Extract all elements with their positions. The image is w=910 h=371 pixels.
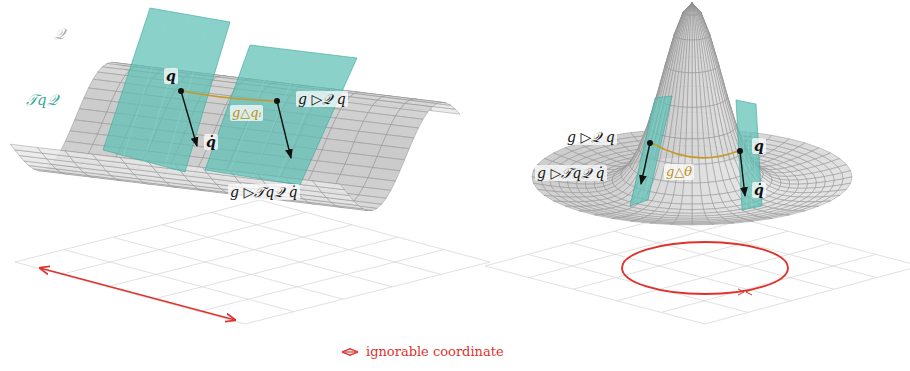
ignorable-circle xyxy=(622,242,788,294)
math-label: g△θ xyxy=(664,164,694,180)
math-label: q xyxy=(752,138,766,154)
math-label: g ▷𝒯q𝒬 q̇ xyxy=(228,184,300,200)
legend-text: ignorable coordinate xyxy=(366,344,504,359)
configuration-point xyxy=(647,140,653,146)
velocity-arrow xyxy=(740,151,745,196)
velocity-arrow xyxy=(277,101,291,158)
group-orbit xyxy=(182,91,276,101)
group-orbit xyxy=(652,143,738,158)
math-label: g ▷𝒯q𝒬 q̇ xyxy=(535,165,607,181)
configuration-point xyxy=(178,88,184,94)
legend-entry: ignorable coordinate xyxy=(340,344,504,359)
configuration-point xyxy=(274,98,280,104)
math-label: g△qᵢ xyxy=(230,105,263,121)
configuration-point xyxy=(737,148,743,154)
math-label: q̇ xyxy=(752,182,766,198)
configuration-surface xyxy=(532,3,852,225)
legend-sample xyxy=(340,346,360,358)
math-label: g ▷𝒬 q xyxy=(565,129,617,145)
floor-grid xyxy=(485,208,910,324)
math-label: q̇ xyxy=(204,134,218,150)
ignorable-axis xyxy=(40,268,235,320)
floor-grid xyxy=(15,200,490,324)
math-label: q xyxy=(164,68,178,84)
velocity-arrow xyxy=(181,91,197,146)
tangent-plane xyxy=(103,8,762,210)
circle-wrap-mark xyxy=(738,289,752,295)
math-label: 𝒬 xyxy=(52,26,67,42)
math-label: g ▷𝒬 q xyxy=(296,91,348,107)
velocity-arrow xyxy=(641,143,650,184)
math-label: 𝒯q𝒬 xyxy=(24,92,60,108)
